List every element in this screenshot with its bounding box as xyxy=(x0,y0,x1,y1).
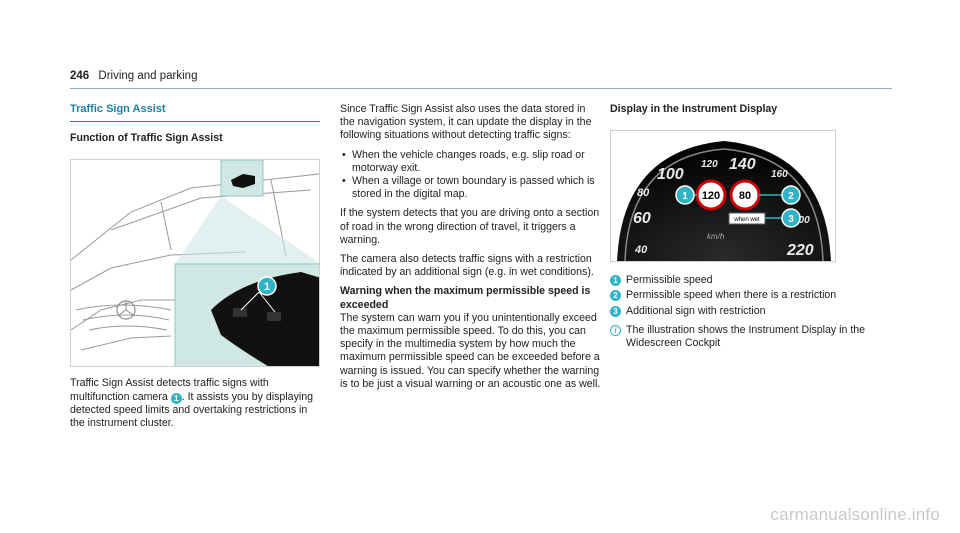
column-3: Display in the Instrument Display 40 60 … xyxy=(610,103,892,350)
callout-1-text: 1 xyxy=(264,281,270,293)
list-item: When a village or town boundary is passe… xyxy=(340,175,602,201)
car-drawing: 1 xyxy=(71,160,319,367)
watermark: carmanualsonline.info xyxy=(770,505,940,524)
callout-2-circle xyxy=(781,185,801,205)
scale-label: 140 xyxy=(729,156,756,173)
legend-number: 2 xyxy=(610,290,621,302)
scale-label: 160 xyxy=(771,169,788,180)
scale-label: 120 xyxy=(701,159,718,170)
function-subtitle: Function of Traffic Sign Assist xyxy=(70,132,223,145)
scale-label: 100 xyxy=(657,166,684,183)
camera-module-large xyxy=(211,272,319,367)
scale-label: 80 xyxy=(637,187,650,199)
speed-sign-value: 120 xyxy=(702,190,720,202)
additional-sign-paragraph: The camera also detects traffic signs wi… xyxy=(340,253,594,279)
display-title: Display in the Instrument Display xyxy=(610,103,778,115)
scale-label: 220 xyxy=(786,242,814,259)
warning-title: Warning when the maximum permissible spe… xyxy=(340,285,591,311)
scale-label: 60 xyxy=(633,210,651,227)
callout-3-circle xyxy=(781,208,801,228)
legend-text: Additional sign with restriction xyxy=(626,304,766,317)
legend-item: 2 Permissible speed when there is a rest… xyxy=(610,289,892,302)
note-text: The illustration shows the Instrument Di… xyxy=(626,323,866,350)
column-2: Since Traffic Sign Assist also uses the … xyxy=(340,103,602,397)
page-number: 246 xyxy=(70,70,90,82)
wrong-direction-paragraph: If the system detects that you are drivi… xyxy=(340,207,600,246)
legend-item: 1 Permissible speed xyxy=(610,274,892,287)
callout-text: 3 xyxy=(788,214,794,225)
speedometer-drawing: 40 60 80 100 120 140 160 200 220 km/h 12… xyxy=(617,141,831,262)
column-1: Traffic Sign Assist Function of Traffic … xyxy=(70,103,320,436)
camera-module-small xyxy=(231,174,255,189)
instrument-display-illustration: 40 60 80 100 120 140 160 200 220 km/h 12… xyxy=(610,130,836,263)
intro-text-a: Traffic Sign Assist detects traffic sign… xyxy=(70,377,269,403)
info-icon: i xyxy=(610,324,621,336)
header-rule xyxy=(70,88,892,89)
legend-number: 3 xyxy=(610,305,621,317)
logo-emblem xyxy=(116,300,136,321)
scale-label: 40 xyxy=(634,244,648,256)
callout-text: 1 xyxy=(682,191,688,202)
car-illustration: 1 xyxy=(70,159,320,368)
intro-text-b: . It assists you by displaying detected … xyxy=(70,390,314,430)
callout-1-circle xyxy=(257,276,277,297)
camera-highlight xyxy=(220,160,264,197)
legend-text: Permissible speed xyxy=(626,274,713,287)
scale-label: 200 xyxy=(792,215,810,226)
callout-text: 2 xyxy=(788,191,794,202)
intro-paragraph: Traffic Sign Assist detects traffic sign… xyxy=(70,377,320,430)
info-note: i The illustration shows the Instrument … xyxy=(610,324,892,350)
additional-sign-text: when wet xyxy=(733,217,760,223)
situations-list: When the vehicle changes roads, e.g. sli… xyxy=(340,149,602,202)
speed-sign-value: 80 xyxy=(739,190,751,202)
legend-item: 3 Additional sign with restriction xyxy=(610,305,892,318)
section-name: Driving and parking xyxy=(98,70,198,82)
page-header: 246 Driving and parking xyxy=(70,70,197,82)
callout-1-circle xyxy=(675,185,695,205)
legend-number: 1 xyxy=(610,275,621,287)
list-item: When the vehicle changes roads, e.g. sli… xyxy=(340,149,602,175)
section-title: Traffic Sign Assist xyxy=(70,103,320,123)
navigation-intro: Since Traffic Sign Assist also uses the … xyxy=(340,103,592,142)
warning-body: The system can warn you if you unintenti… xyxy=(340,311,601,390)
callout-badge: 1 xyxy=(170,392,182,404)
legend-text: Permissible speed when there is a restri… xyxy=(626,289,837,302)
unit-label: km/h xyxy=(707,232,725,241)
